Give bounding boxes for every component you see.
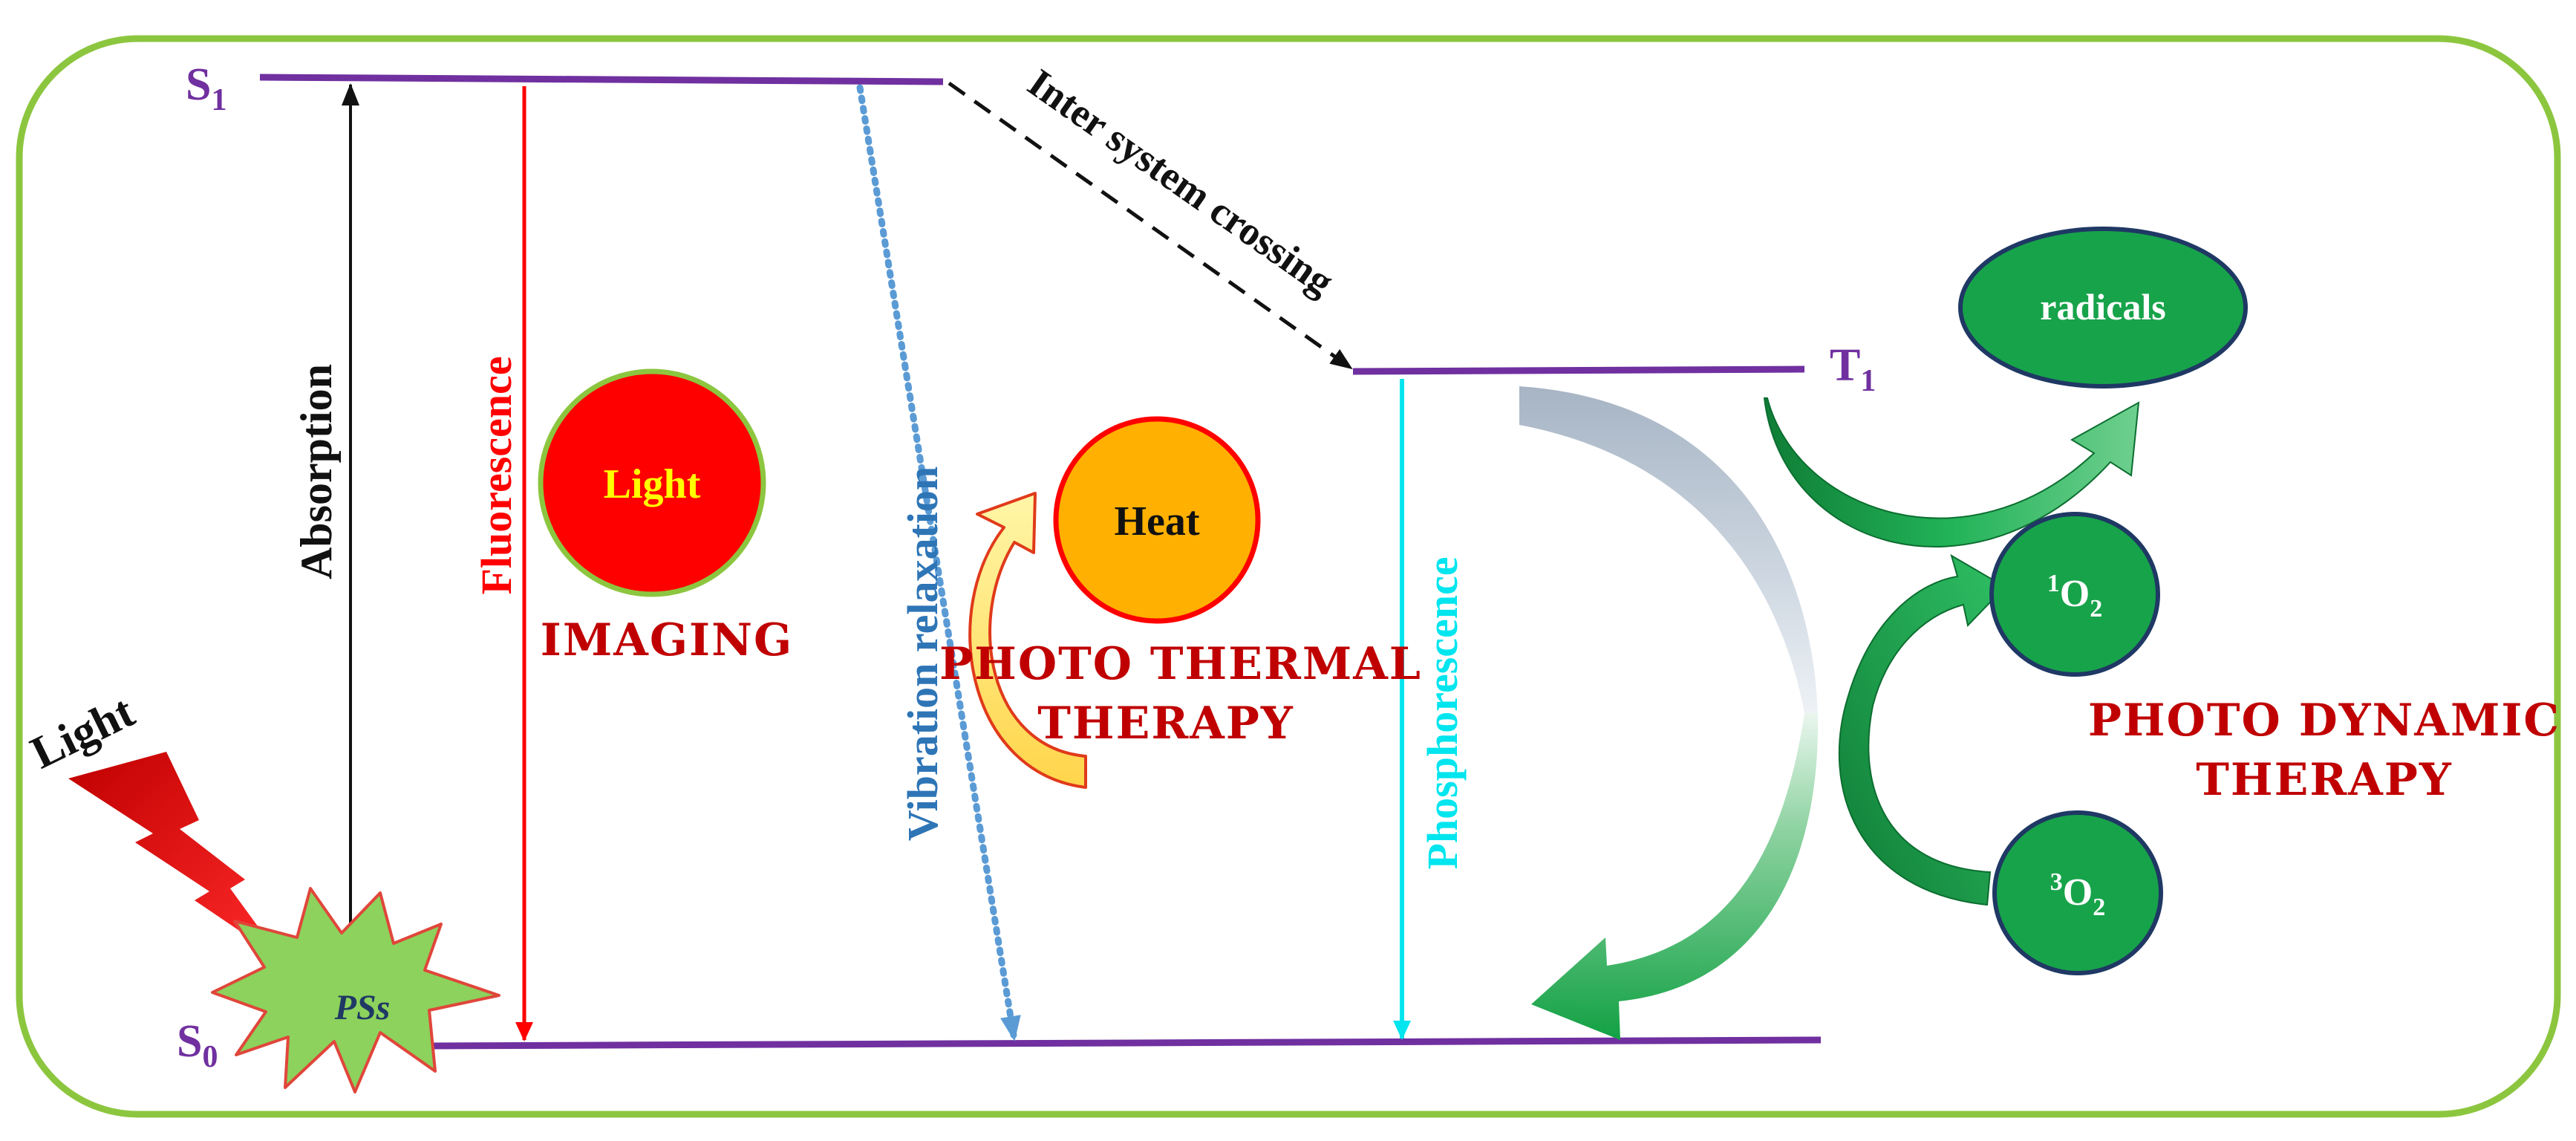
fluorescence-label: Fluorescence: [472, 356, 521, 594]
absorption-label: Absorption: [292, 364, 341, 579]
photosensitizer-burst: [211, 887, 500, 1093]
radicals-label: radicals: [2040, 286, 2165, 328]
singlet-oxygen-node: [1989, 512, 2160, 677]
triplet-oxygen-node: [1992, 810, 2163, 975]
t1-level-line: [1352, 365, 1805, 375]
isc-arrow: [948, 81, 1353, 371]
t1-label: T1: [1830, 340, 1876, 398]
diagram-border: [16, 35, 2561, 1118]
radicals-arrow: [1763, 397, 2140, 547]
light-circle: [538, 368, 766, 597]
radicals-node: [1958, 227, 2248, 389]
phosphorescence-label: Phosphorescence: [1418, 556, 1467, 869]
s1-level-line: [259, 74, 944, 85]
deactivation-arc-top: [1519, 386, 1818, 713]
heat-circle: [1053, 416, 1261, 624]
photosensitizer-label: PSs: [334, 988, 391, 1027]
vibration-relaxation-label: Vibration relaxation: [899, 467, 947, 841]
s1-label: S1: [186, 59, 226, 117]
vibration-relaxation-arrow: [856, 84, 1021, 1044]
heat-curve-arrow: [968, 492, 1087, 789]
triplet-oxygen-label: 3O2: [2050, 868, 2105, 921]
s0-label: S0: [177, 1016, 218, 1074]
singlet-oxygen-label: 1O2: [2047, 570, 2102, 622]
deactivation-arc-bottom: [1531, 713, 1819, 1040]
heat-circle-label: Heat: [1114, 498, 1199, 545]
imaging-label: IMAGING: [541, 614, 793, 666]
oxygen-conversion-arrow: [1838, 553, 2006, 906]
s0-level-line: [430, 1036, 1822, 1050]
light-circle-label: Light: [604, 461, 701, 507]
light-bolt-icon: [68, 752, 282, 960]
